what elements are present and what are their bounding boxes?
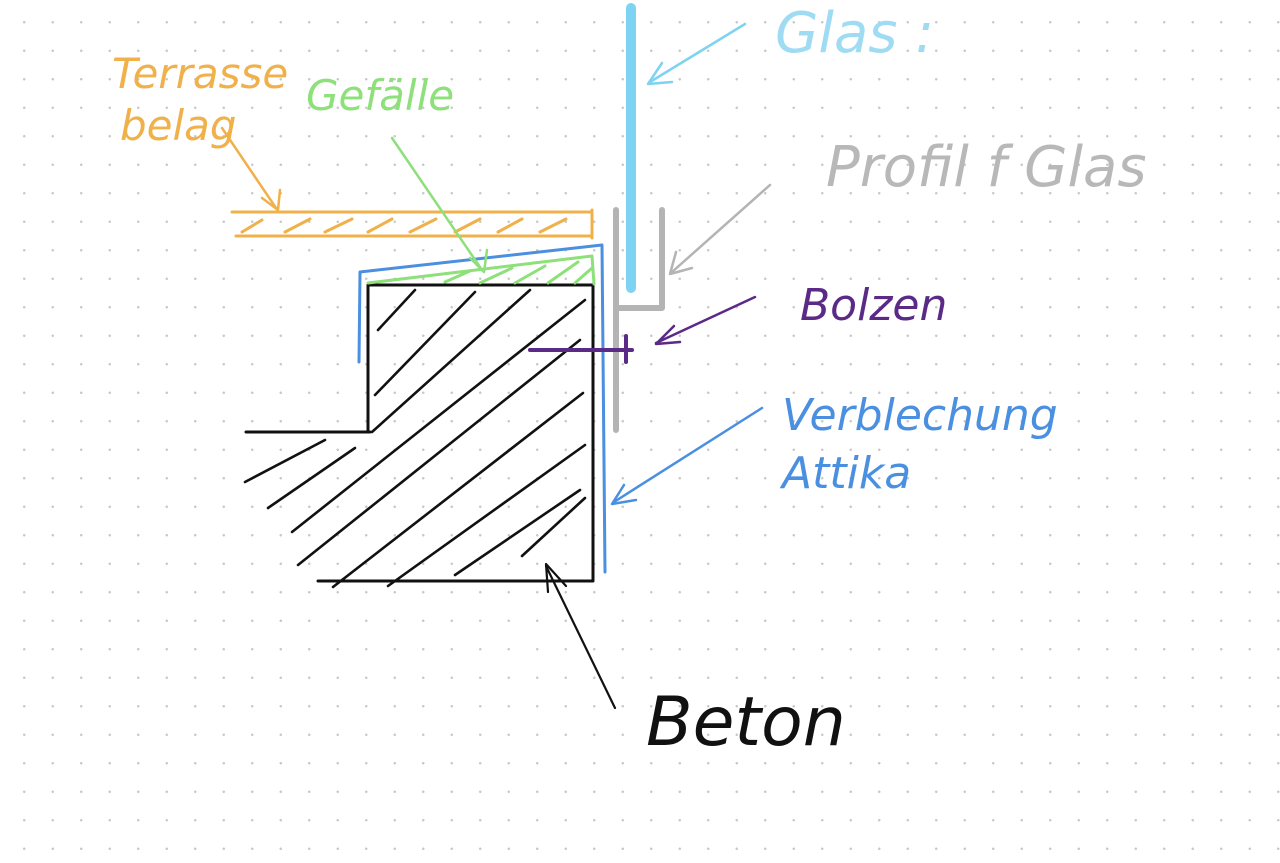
- arrow-profil: [668, 183, 772, 276]
- label-terrasse-line1: Terrasse: [112, 49, 288, 98]
- arrow-gefaelle: [390, 136, 489, 274]
- arrow-bolzen: [654, 295, 757, 346]
- concrete-attika: [244, 283, 595, 583]
- flashing-sheet: [357, 243, 607, 574]
- label-bolzen: Bolzen: [800, 280, 947, 331]
- arrow-terrasse: [220, 126, 282, 212]
- label-glas: Glas :: [775, 1, 934, 66]
- label-beton: Beton: [646, 683, 846, 762]
- arrow-glas: [646, 22, 747, 86]
- bolt: [528, 334, 634, 364]
- concrete-hatching: [243, 288, 587, 589]
- terrace-deck: [230, 208, 594, 240]
- label-attika: Attika: [779, 448, 911, 499]
- glass-profile: [613, 207, 665, 433]
- label-profil: Profil f Glas: [826, 135, 1147, 200]
- label-terrasse-line2: belag: [120, 101, 237, 150]
- arrow-verblechung: [610, 406, 764, 506]
- label-verblechung: Verblechung: [782, 390, 1058, 441]
- arrow-beton: [544, 562, 617, 710]
- label-gefaelle: Gefälle: [306, 71, 454, 120]
